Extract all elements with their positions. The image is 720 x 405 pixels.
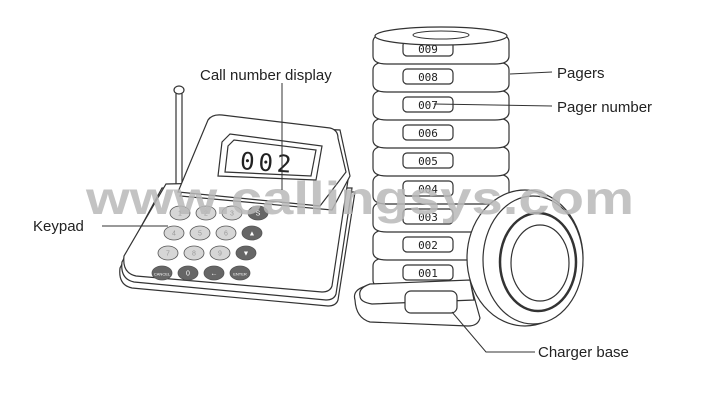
keypad-key-shape xyxy=(209,245,231,261)
keypad-keys: 1 2 3 S 4 5 6 ▲ 7 8 9 ▼ CANCEL 0 ← ENTER xyxy=(151,205,269,281)
keypad-key-label: 2 xyxy=(204,211,208,218)
keypad-key-shape xyxy=(169,205,191,221)
keypad-key: 8 xyxy=(183,245,205,261)
pager: 008 xyxy=(372,61,510,93)
keypad-key-label: 7 xyxy=(166,251,170,258)
pager: 007 xyxy=(372,89,510,121)
keypad-key-label: ▲ xyxy=(249,231,256,238)
keypad-key-shape xyxy=(241,225,263,241)
keypad-key-shape xyxy=(151,265,173,281)
keypad-key: 3 xyxy=(221,205,243,221)
keypad-key-shape xyxy=(247,205,269,221)
pager-number: 001 xyxy=(418,267,438,280)
keypad-key-label: ← xyxy=(211,271,218,278)
keypad-key-label: 1 xyxy=(178,211,182,218)
pager-number: 003 xyxy=(418,211,438,224)
callout-line-charger xyxy=(451,311,535,353)
watermark-text: www.callingsys.com xyxy=(85,172,634,224)
keypad-key-shape xyxy=(229,265,251,281)
keypad-key: ENTER xyxy=(229,265,251,281)
keypad-key-label: 8 xyxy=(192,251,196,258)
pager-number: 009 xyxy=(418,43,438,56)
pager: 006 xyxy=(372,117,510,149)
keypad-key-label: 0 xyxy=(186,271,190,278)
keypad-key: ← xyxy=(203,265,225,281)
callout-lines xyxy=(102,71,553,353)
keypad-key-shape xyxy=(163,225,185,241)
pager-number-window xyxy=(402,152,454,169)
keypad-key-label: 6 xyxy=(224,231,228,238)
keypad-key-label: ▼ xyxy=(243,251,250,258)
display-window-inner xyxy=(224,139,317,177)
keypad-key-label: 9 xyxy=(218,251,222,258)
keypad-key-shape xyxy=(189,225,211,241)
display-value: 002 xyxy=(239,147,296,179)
label-pager-number: Pager number xyxy=(557,99,652,116)
keypad-key-shape xyxy=(215,225,237,241)
pager-number-window xyxy=(402,264,454,281)
label-keypad: Keypad xyxy=(33,218,84,235)
keypad-key: 1 xyxy=(169,205,191,221)
pager-number: 002 xyxy=(418,239,438,252)
keypad-key-shape xyxy=(221,205,243,221)
keypad-key-shape xyxy=(195,205,217,221)
pager-number-window xyxy=(402,236,454,253)
keypad-key: 5 xyxy=(189,225,211,241)
keypad-key: ▼ xyxy=(235,245,257,261)
pager-number-window xyxy=(402,68,454,85)
keypad-key-shape xyxy=(183,245,205,261)
label-pagers: Pagers xyxy=(557,65,605,82)
pager-number: 007 xyxy=(418,99,438,112)
keypad-key: 2 xyxy=(195,205,217,221)
label-charger-base: Charger base xyxy=(538,344,629,361)
keypad-key: 7 xyxy=(157,245,179,261)
keypad-key: ▲ xyxy=(241,225,263,241)
callout-line-pager-number xyxy=(433,103,553,107)
display-window xyxy=(217,133,323,181)
pager-number-window xyxy=(402,208,454,225)
callout-line-pagers xyxy=(509,71,553,75)
keypad-key: 4 xyxy=(163,225,185,241)
top-pager-cap xyxy=(374,26,508,46)
keypad-key-shape xyxy=(157,245,179,261)
keypad-key-label: 4 xyxy=(172,231,176,238)
pager: 005 xyxy=(372,145,510,177)
keypad-key: 0 xyxy=(177,265,199,281)
pager-number: 005 xyxy=(418,155,438,168)
keypad-key-label: CANCEL xyxy=(154,272,171,277)
keypad-key-label: ENTER xyxy=(233,272,247,277)
keypad-key-label: 5 xyxy=(198,231,202,238)
keypad-key-label: 3 xyxy=(230,211,234,218)
keypad-key-shape xyxy=(177,265,199,281)
pager-number-window xyxy=(402,180,454,197)
pager-number-window xyxy=(402,124,454,141)
charger-slot xyxy=(404,290,458,314)
pager-number: 008 xyxy=(418,71,438,84)
keypad-key: S xyxy=(247,205,269,221)
keypad-key: 9 xyxy=(209,245,231,261)
antenna-tip xyxy=(173,85,185,95)
keypad-key-label: S xyxy=(256,211,261,218)
pager-number: 004 xyxy=(418,183,438,196)
label-call-number-display: Call number display xyxy=(200,67,332,84)
keypad-key: 6 xyxy=(215,225,237,241)
charger-base xyxy=(353,189,584,327)
top-pager-cap-inner xyxy=(412,30,470,40)
keypad-key-shape xyxy=(203,265,225,281)
keypad-key-shape xyxy=(235,245,257,261)
standing-pager-center xyxy=(510,224,570,302)
pager-number: 006 xyxy=(418,127,438,140)
keypad-key: CANCEL xyxy=(151,265,173,281)
